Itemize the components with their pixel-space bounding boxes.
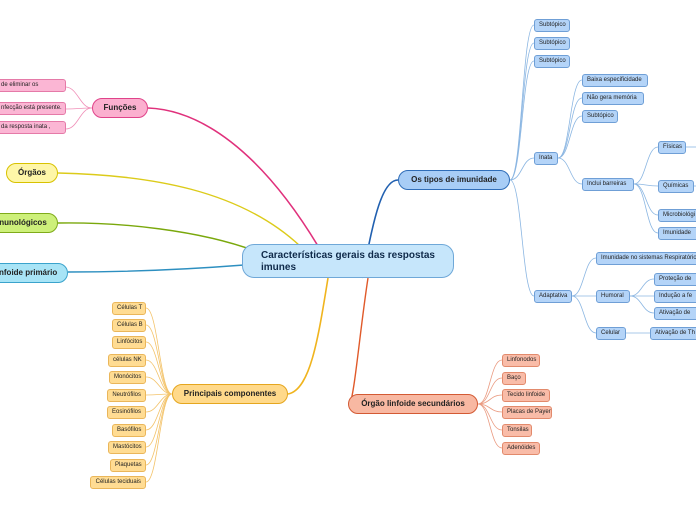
secundario-item[interactable]: Baço [502,372,526,385]
branch-orgao-linfoide-secundario[interactable]: Órgão linfoide secundários [348,394,478,414]
inata-item[interactable]: Subtópico [582,110,618,123]
barreira-item[interactable]: Imunidade [658,227,696,240]
secundario-item[interactable]: Adenóides [502,442,540,455]
secundario-item[interactable]: Placas de Payer [502,406,552,419]
subtopico-item[interactable]: Subtópico [534,19,570,32]
humoral-item[interactable]: Proteção de [654,273,696,286]
funcoes-item[interactable]: da resposta inata , [0,121,66,134]
central-topic[interactable]: Características gerais das respostas imu… [242,244,454,278]
branch-funcoes[interactable]: Funções [92,98,148,118]
componente-item[interactable]: Plaquetas [110,459,146,472]
secundario-item[interactable]: Tonsilas [502,424,532,437]
barreira-item[interactable]: Físicas [658,141,686,154]
funcoes-item[interactable]: nfecção está presente. [0,102,66,115]
componente-item[interactable]: Células teciduais [90,476,146,489]
componente-item[interactable]: Mastócitos [108,441,146,454]
celular-node[interactable]: Celular [596,327,626,340]
barreira-item[interactable]: Químicas [658,180,694,193]
branch-tipos-imunidade[interactable]: Os tipos de imunidade [398,170,510,190]
branch-principais-componentes[interactable]: Principais componentes [172,384,288,404]
adaptativa-item[interactable]: Imunidade no sistemas Respiratório [596,252,696,265]
componente-item[interactable]: Neutrófilos [107,389,146,402]
secundario-item[interactable]: Tecido linfoide [502,389,550,402]
funcoes-item[interactable]: de eliminar os [0,79,66,92]
barreira-item[interactable]: Microbiológi [658,209,696,222]
componente-item[interactable]: Células T [112,302,146,315]
branch-orgaos[interactable]: Órgãos [6,163,58,183]
inata-node[interactable]: Inata [534,152,558,165]
secundario-item[interactable]: Linfonodos [502,354,540,367]
branch-linfoide-primario[interactable]: nfoide primário [0,263,68,283]
componente-item[interactable]: Células B [112,319,146,332]
humoral-node[interactable]: Humoral [596,290,630,303]
branch-imunologicos[interactable]: nunológicos [0,213,58,233]
celular-item[interactable]: Ativação de Th [650,327,696,340]
humoral-item[interactable]: Indução a fe [654,290,696,303]
componente-item[interactable]: Monócitos [109,371,146,384]
subtopico-item[interactable]: Subtópico [534,37,570,50]
subtopico-item[interactable]: Subtópico [534,55,570,68]
inata-item[interactable]: Baixa especificidade [582,74,648,87]
componente-item[interactable]: Basófilos [112,424,146,437]
componente-item[interactable]: Linfócitos [112,336,146,349]
humoral-item[interactable]: Ativação de [654,307,696,320]
componente-item[interactable]: Eosinófilos [107,406,146,419]
adaptativa-node[interactable]: Adaptativa [534,290,572,303]
inata-item[interactable]: Não gera memória [582,92,644,105]
componente-item[interactable]: células NK [108,354,146,367]
barreiras-node[interactable]: Inclui barreiras [582,178,634,191]
